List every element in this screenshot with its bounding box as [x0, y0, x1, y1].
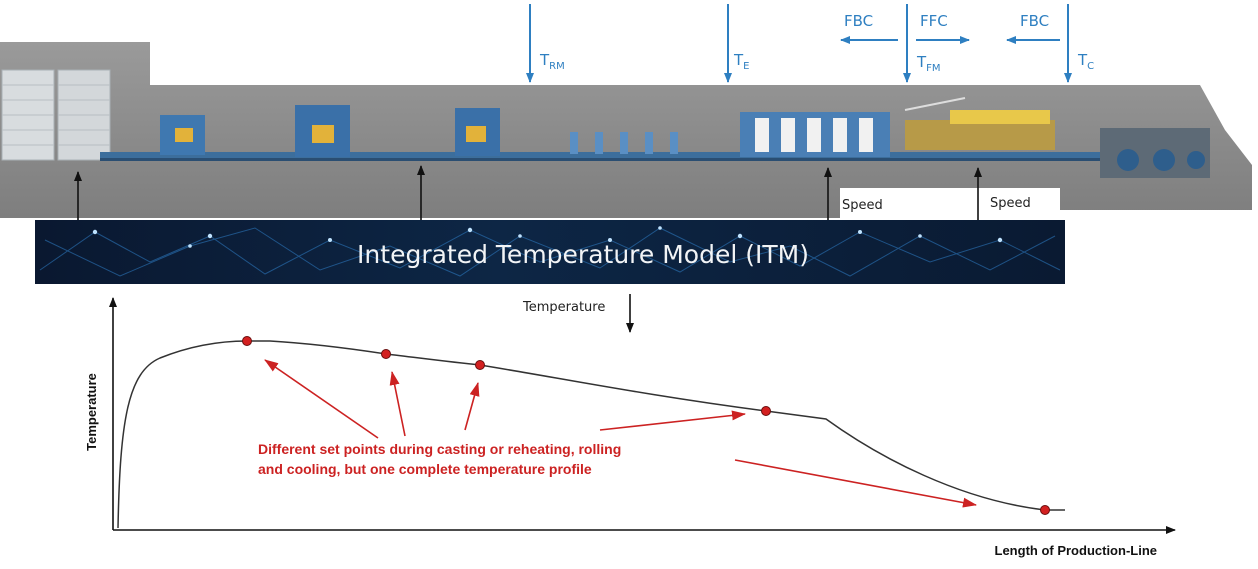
temp-label-rm: TRM — [539, 51, 565, 72]
temp-label-fm: TFM — [916, 53, 941, 74]
intermediate-rollers — [570, 132, 678, 154]
set-point — [381, 349, 391, 359]
temperature-profile-graph: Temperature Length of Production-Line Di… — [84, 297, 1176, 558]
measurement-points: TRM TE TFM TC — [526, 4, 1094, 83]
fbc-label-left: FBC — [844, 12, 873, 30]
finishing-mill-stands — [740, 112, 890, 157]
set-point — [761, 406, 771, 416]
production-line-illustration — [0, 42, 1252, 218]
x-axis-label: Length of Production-Line — [995, 543, 1157, 558]
speed-label-1: Speed — [842, 198, 883, 213]
speed-label-2: Speed — [990, 196, 1031, 211]
fbc-label-right: FBC — [1020, 12, 1049, 30]
plant-floor — [0, 42, 1252, 218]
temp-label-e: TE — [733, 51, 750, 72]
y-axis-label: Temperature — [84, 373, 99, 451]
annotation-arrows — [264, 359, 977, 508]
annotation-line-1: Different set points during casting or r… — [258, 441, 621, 457]
reheating-furnace — [1, 69, 111, 161]
model-input-arrows — [74, 165, 982, 220]
set-point — [1040, 505, 1050, 515]
ffc-label: FFC — [920, 12, 948, 30]
cooling-section — [904, 97, 1055, 150]
control-loops: FBC FFC FBC — [840, 12, 1060, 44]
roughing-mill-stands — [160, 105, 500, 157]
roller-table — [100, 152, 1130, 158]
temp-label-c: TC — [1077, 51, 1094, 72]
itm-title: Integrated Temperature Model (ITM) — [357, 240, 809, 269]
set-point — [475, 360, 485, 370]
set-points — [242, 336, 1050, 515]
coilers — [1100, 128, 1210, 178]
temperature-output-label: Temperature — [522, 300, 605, 315]
temperature-profile-curve — [117, 340, 1065, 529]
set-point — [242, 336, 252, 346]
itm-model-band: Integrated Temperature Model (ITM) — [35, 220, 1065, 284]
annotation-line-2: and cooling, but one complete temperatur… — [258, 461, 592, 477]
